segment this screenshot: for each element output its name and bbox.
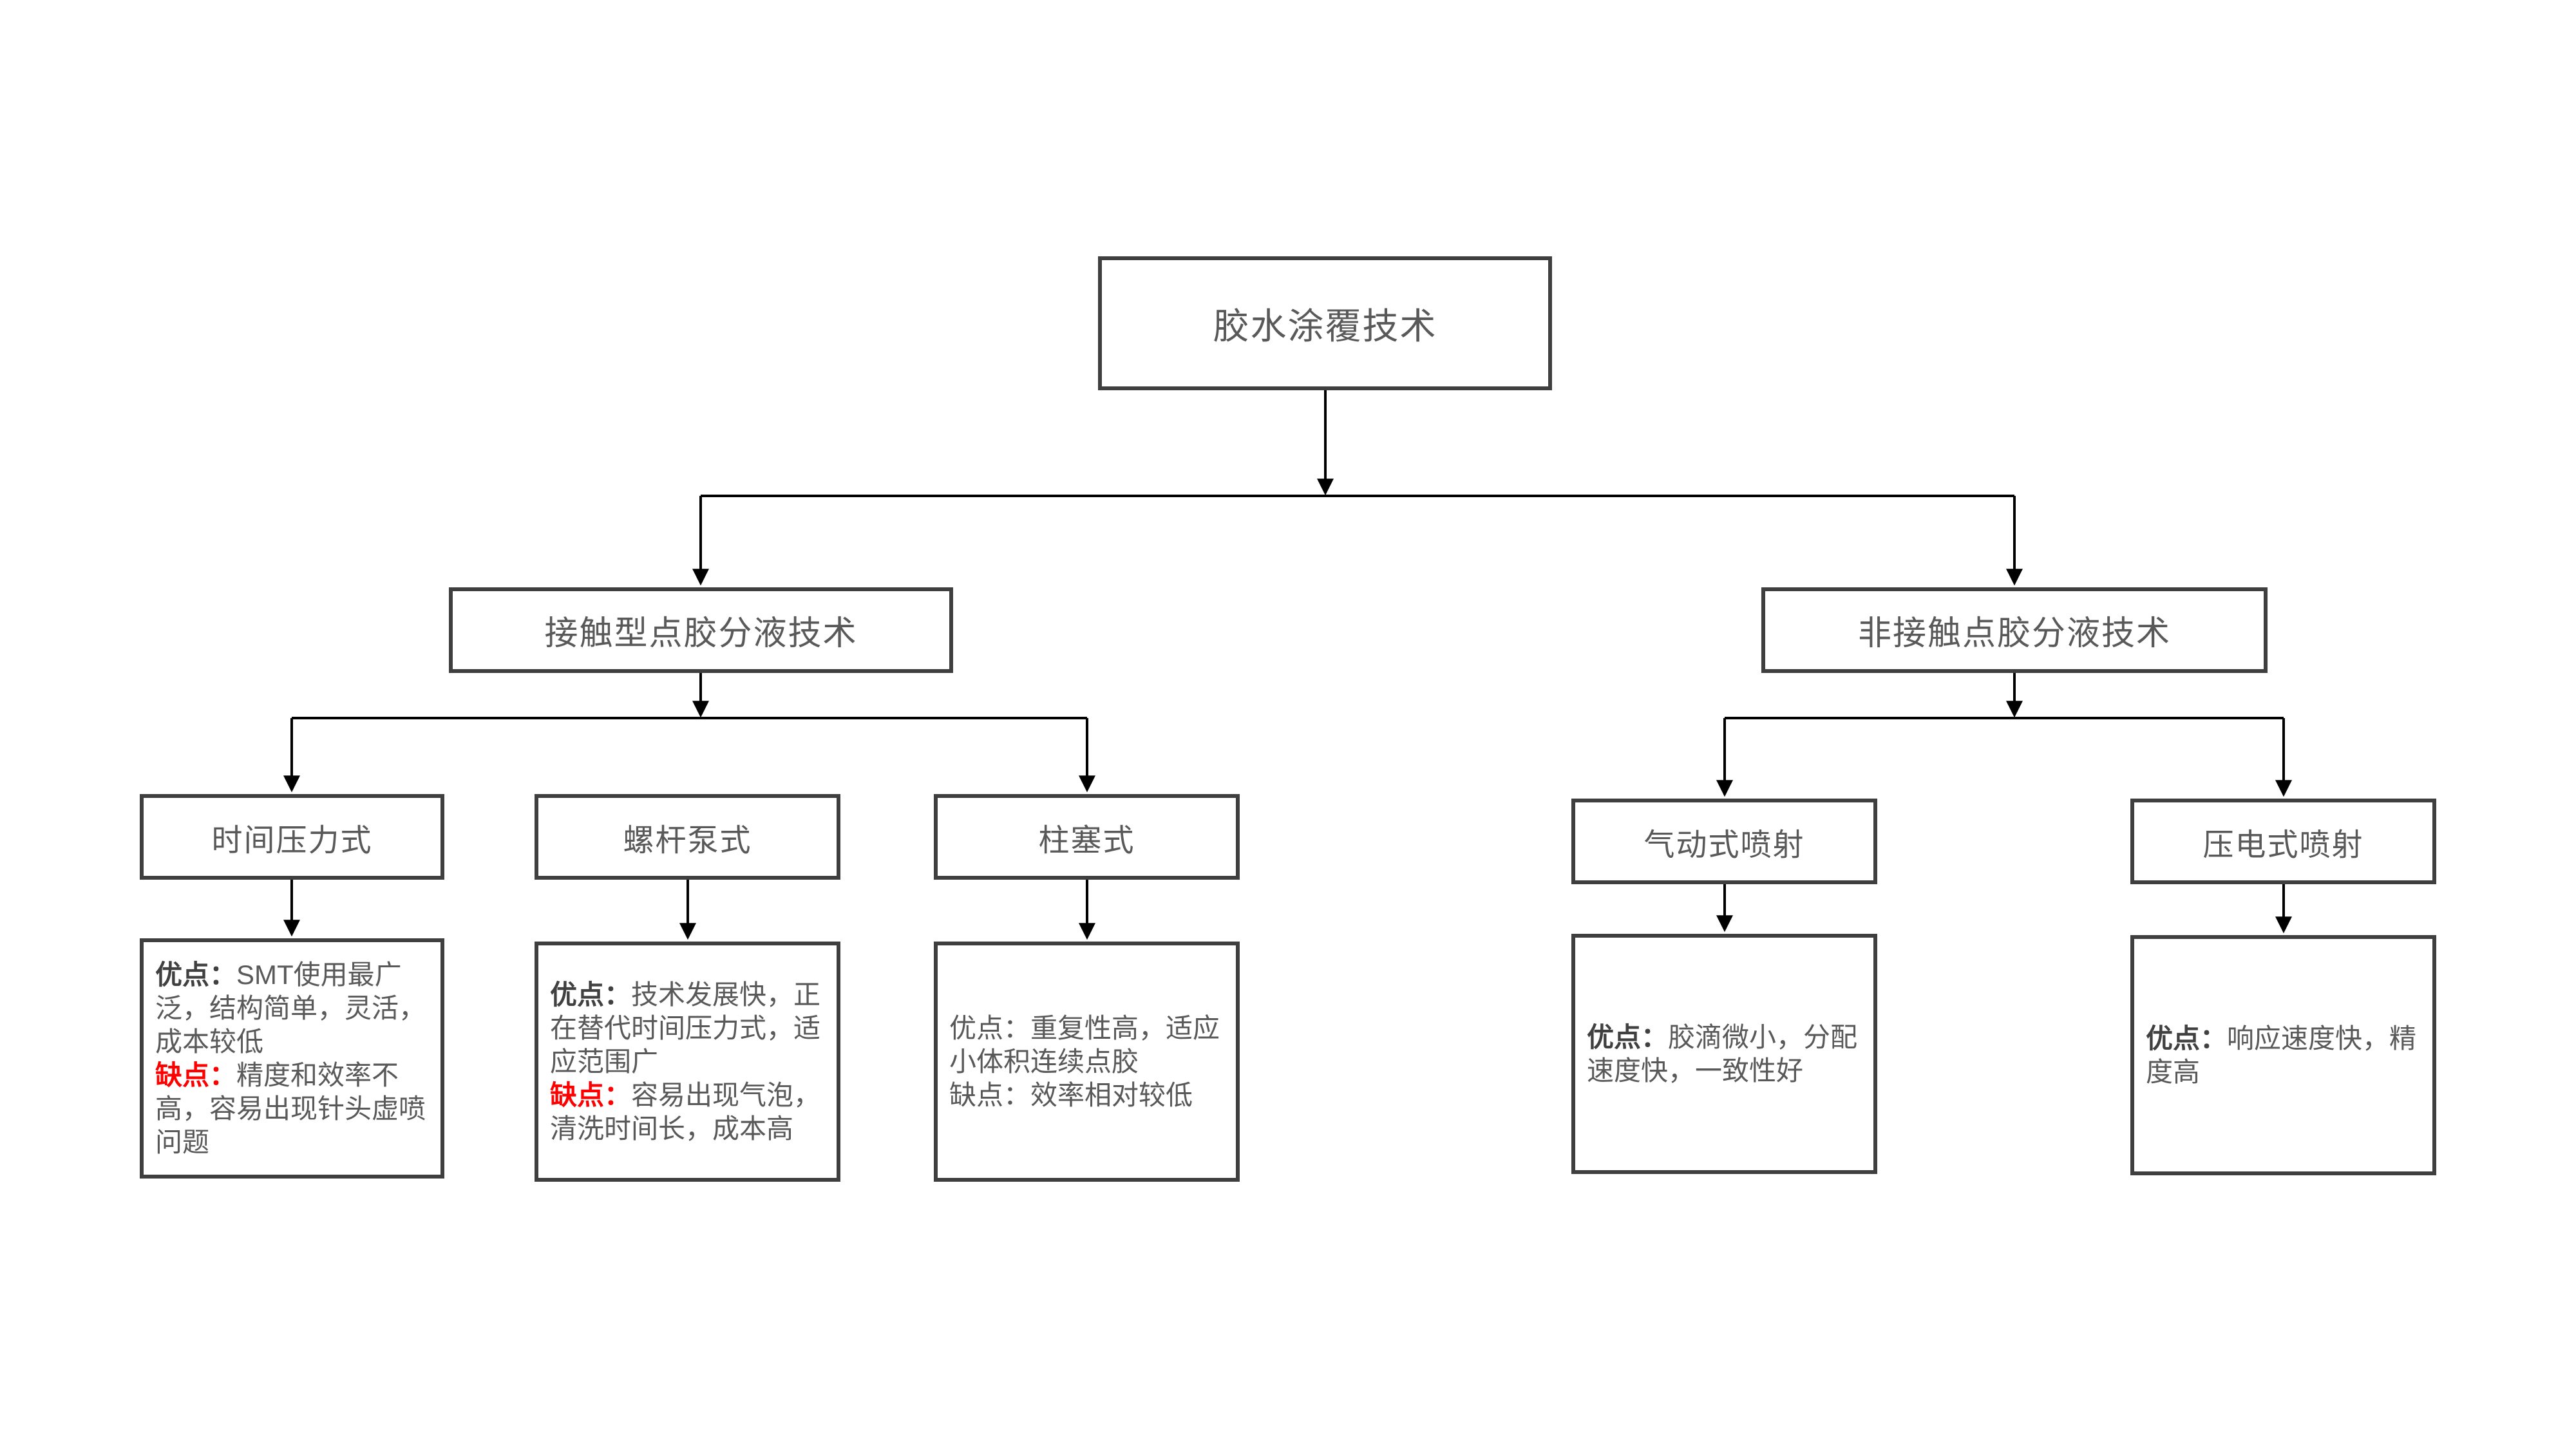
pros-label: 优点： xyxy=(2146,1023,2228,1054)
cons-label: 缺点： xyxy=(550,1079,632,1110)
pros-label: 优点： xyxy=(550,979,632,1010)
node-pneumatic-jet: 气动式喷射 xyxy=(1571,799,1877,884)
node-label: 胶水涂覆技术 xyxy=(1213,305,1437,346)
cons-label: 缺点： xyxy=(155,1059,237,1090)
pros-text: 胶滴微小，分配速度快，一致性好 xyxy=(1587,1021,1858,1086)
node-label: 螺杆泵式 xyxy=(623,823,752,858)
node-time-pressure: 时间压力式 xyxy=(140,794,444,880)
pros-segment: 优点：响应速度快，精度高 xyxy=(2146,1022,2421,1089)
pros-text: 重复性高，适应小体积连续点胶 xyxy=(949,1012,1220,1077)
pros-text: SMT使用最广泛，结构简单，灵活，成本较低 xyxy=(155,959,426,1057)
node-piezo-jet: 压电式喷射 xyxy=(2130,799,2436,884)
pros-label: 优点： xyxy=(155,959,237,990)
pros-segment: 优点：胶滴微小，分配速度快，一致性好 xyxy=(1587,1021,1862,1088)
cons-text: 容易出现气泡，清洗时间长，成本高 xyxy=(550,1079,821,1144)
node-glue-coating-technology: 胶水涂覆技术 xyxy=(1098,256,1552,390)
cons-label: 缺点： xyxy=(949,1079,1031,1110)
node-label: 气动式喷射 xyxy=(1643,828,1805,862)
cons-segment: 缺点：精度和效率不高，容易出现针头虚喷问题 xyxy=(155,1059,429,1159)
detail-time-pressure: 优点：SMT使用最广泛，结构简单，灵活，成本较低 缺点：精度和效率不高，容易出现… xyxy=(140,938,444,1179)
node-label: 接触型点胶分液技术 xyxy=(544,615,858,652)
cons-text: 精度和效率不高，容易出现针头虚喷问题 xyxy=(155,1059,426,1157)
pros-segment: 优点：技术发展快，正在替代时间压力式，适应范围广 xyxy=(550,978,825,1079)
pros-label: 优点： xyxy=(949,1012,1031,1043)
node-label: 非接触点胶分液技术 xyxy=(1857,615,2171,652)
cons-segment: 缺点：容易出现气泡，清洗时间长，成本高 xyxy=(550,1079,825,1146)
cons-text: 效率相对较低 xyxy=(1030,1079,1193,1110)
pros-text: 技术发展快，正在替代时间压力式，适应范围广 xyxy=(550,979,821,1077)
cons-segment: 缺点：效率相对较低 xyxy=(949,1079,1193,1112)
detail-piston: 优点：重复性高，适应小体积连续点胶 缺点：效率相对较低 xyxy=(934,942,1240,1182)
pros-label: 优点： xyxy=(1587,1021,1669,1052)
pros-segment: 优点：重复性高，适应小体积连续点胶 xyxy=(949,1012,1224,1079)
node-screw-pump: 螺杆泵式 xyxy=(535,794,840,880)
detail-piezo-jet: 优点：响应速度快，精度高 xyxy=(2130,935,2436,1175)
pros-segment: 优点：SMT使用最广泛，结构简单，灵活，成本较低 xyxy=(155,958,429,1059)
node-label: 柱塞式 xyxy=(1038,823,1135,858)
detail-screw-pump: 优点：技术发展快，正在替代时间压力式，适应范围广 缺点：容易出现气泡，清洗时间长… xyxy=(535,942,840,1182)
node-noncontact-dispensing-technology: 非接触点胶分液技术 xyxy=(1761,587,2268,673)
node-label: 压电式喷射 xyxy=(2202,828,2364,862)
node-contact-dispensing-technology: 接触型点胶分液技术 xyxy=(449,587,953,673)
node-label: 时间压力式 xyxy=(211,823,373,858)
pros-text: 响应速度快，精度高 xyxy=(2146,1023,2417,1087)
detail-pneumatic-jet: 优点：胶滴微小，分配速度快，一致性好 xyxy=(1571,934,1877,1174)
node-piston: 柱塞式 xyxy=(934,794,1240,880)
